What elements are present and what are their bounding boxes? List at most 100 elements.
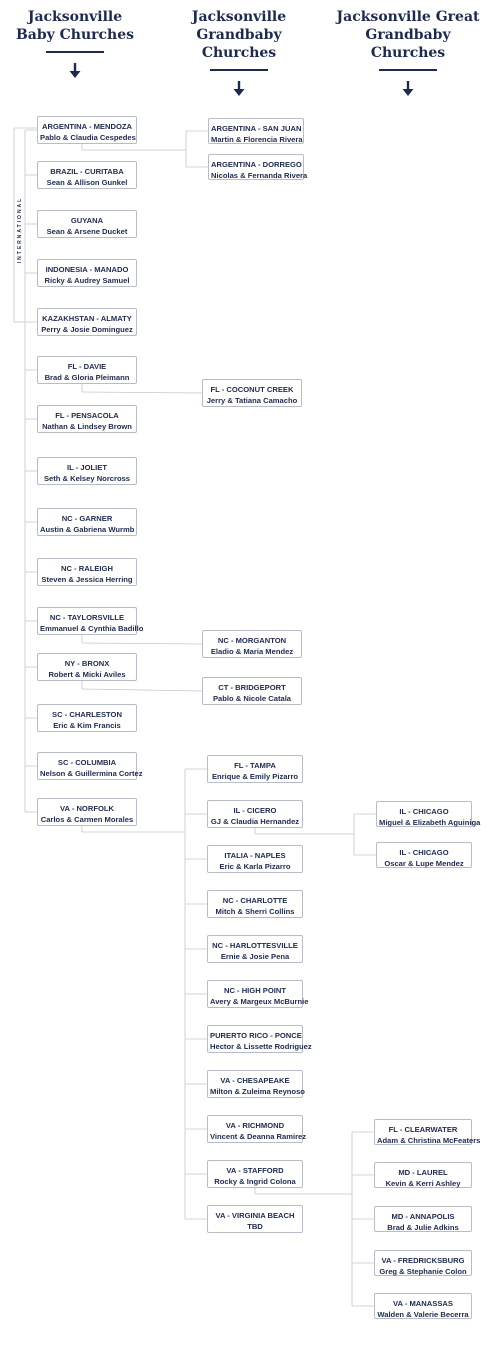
church-card-grandbaby: FL - COCONUT CREEK Jerry & Tatiana Camach… bbox=[202, 379, 302, 407]
church-pastors: Eric & Karla Pizarro bbox=[219, 862, 291, 871]
church-card-baby: GUYANA Sean & Arsene Ducket bbox=[37, 210, 137, 238]
church-pastors: Carlos & Carmen Morales bbox=[40, 815, 134, 824]
church-card-grandbaby: ARGENTINA - DORREGO Nicolas & Fernanda Ri… bbox=[208, 154, 308, 180]
church-card-great-grandbaby: IL - CHICAGO Oscar & Lupe Mendez bbox=[376, 842, 472, 868]
church-pastors: Steven & Jessica Herring bbox=[41, 575, 133, 584]
church-location: MD - ANNAPOLIS bbox=[391, 1212, 455, 1221]
church-location: KAZAKHSTAN - ALMATY bbox=[42, 314, 132, 323]
church-card-grandbaby: VA - RICHMOND Vincent & Deanna Ramirez bbox=[207, 1115, 307, 1143]
church-card-baby: BRAZIL - CURITABA Sean & Allison Gunkel bbox=[37, 161, 137, 189]
church-location: NC - MORGANTON bbox=[217, 636, 287, 645]
church-pastors: Pablo & Nicole Catala bbox=[212, 694, 292, 703]
child-connector-line bbox=[81, 642, 203, 645]
church-pastors: Seth & Kelsey Norcross bbox=[43, 474, 131, 483]
header-line-2: Grandbaby Churches bbox=[365, 27, 451, 61]
church-pastors: Oscar & Lupe Mendez bbox=[384, 859, 464, 868]
church-location: IL - CICERO bbox=[233, 806, 277, 815]
church-location: FL - CLEARWATER bbox=[388, 1125, 458, 1134]
church-pastors: Sean & Arsene Ducket bbox=[46, 227, 128, 236]
church-location: CT - BRIDGEPORT bbox=[218, 683, 286, 692]
church-pastors: Avery & Margeux McBurnie bbox=[210, 997, 309, 1006]
church-location: VA - NORFOLK bbox=[60, 804, 114, 813]
header-underline bbox=[379, 69, 437, 71]
church-pastors: Brad & Julie Adkins bbox=[387, 1223, 459, 1232]
church-location: ARGENTINA - MENDOZA bbox=[42, 122, 132, 131]
church-card-grandbaby: PURERTO RICO - PONCE Hector & Lissette Ro… bbox=[207, 1025, 312, 1053]
child-connector-line bbox=[81, 391, 203, 394]
church-location: IL - CHICAGO bbox=[399, 848, 449, 857]
church-location: GUYANA bbox=[70, 216, 104, 225]
church-card-baby: VA - NORFOLK Carlos & Carmen Morales bbox=[37, 798, 137, 826]
church-card-grandbaby: NC - MORGANTON Eladio & Maria Mendez bbox=[202, 630, 302, 658]
church-pastors: Milton & Zuleima Reynoso bbox=[210, 1087, 305, 1096]
church-pastors: Nelson & Guillermina Cortez bbox=[40, 769, 143, 778]
church-pastors: Pablo & Claudia Cespedes bbox=[40, 133, 136, 142]
church-pastors: Nicolas & Fernanda Rivera bbox=[211, 171, 308, 180]
arrow-down-icon bbox=[402, 81, 414, 96]
church-location: BRAZIL - CURITABA bbox=[50, 167, 124, 176]
church-location: SC - CHARLESTON bbox=[52, 710, 122, 719]
church-location: NC - RALEIGH bbox=[61, 564, 113, 573]
church-card-grandbaby: IL - CICERO GJ & Claudia Hernandez bbox=[207, 800, 303, 828]
church-pastors: Sean & Allison Gunkel bbox=[46, 178, 128, 187]
church-location: SC - COLUMBIA bbox=[57, 758, 117, 767]
church-card-great-grandbaby: MD - LAUREL Kevin & Kerri Ashley bbox=[374, 1162, 472, 1188]
header-line-2: Baby Churches bbox=[15, 27, 135, 43]
church-card-great-grandbaby: MD - ANNAPOLIS Brad & Julie Adkins bbox=[374, 1206, 472, 1232]
church-pastors: Miguel & Elizabeth Aguiniga bbox=[379, 818, 481, 827]
church-location: NC - HARLOTTESVILLE bbox=[212, 941, 298, 950]
church-location: ITALIA - NAPLES bbox=[224, 851, 286, 860]
church-card-great-grandbaby: IL - CHICAGO Miguel & Elizabeth Aguiniga bbox=[376, 801, 481, 827]
church-card-baby: NC - RALEIGH Steven & Jessica Herring bbox=[37, 558, 137, 586]
church-pastors: Eladio & Maria Mendez bbox=[210, 647, 294, 656]
church-pastors: GJ & Claudia Hernandez bbox=[210, 817, 300, 826]
header-line-1: Jacksonville Great bbox=[336, 9, 480, 25]
church-pastors: Hector & Lissette Rodriguez bbox=[210, 1042, 312, 1051]
church-location: IL - CHICAGO bbox=[399, 807, 449, 816]
header-great-grandbaby-churches: Jacksonville Great Grandbaby Churches bbox=[330, 8, 486, 97]
church-location: VA - RICHMOND bbox=[225, 1121, 285, 1130]
church-location: IL - JOLIET bbox=[67, 463, 107, 472]
header-baby-churches: Jacksonville Baby Churches bbox=[0, 8, 150, 79]
church-pastors: Enrique & Emily Pizarro bbox=[211, 772, 299, 781]
church-location: VA - FREDRICKSBURG bbox=[381, 1256, 465, 1265]
church-location: ARGENTINA - DORREGO bbox=[211, 160, 302, 169]
church-location: VA - CHESAPEAKE bbox=[220, 1076, 290, 1085]
church-card-grandbaby: CT - BRIDGEPORT Pablo & Nicole Catala bbox=[202, 677, 302, 705]
church-pastors: Vincent & Deanna Ramirez bbox=[210, 1132, 307, 1141]
header-line-1: Jacksonville bbox=[191, 9, 287, 25]
church-card-great-grandbaby: FL - CLEARWATER Adam & Christina McFeater… bbox=[374, 1119, 481, 1145]
church-location: ARGENTINA - SAN JUAN bbox=[211, 124, 302, 133]
church-pastors: Greg & Stephanie Colon bbox=[379, 1267, 467, 1276]
church-card-grandbaby: FL - TAMPA Enrique & Emily Pizarro bbox=[207, 755, 303, 783]
church-card-grandbaby: ARGENTINA - SAN JUAN Martin & Florencia R… bbox=[208, 118, 304, 144]
church-pastors: Brad & Gloria Pleimann bbox=[44, 373, 130, 382]
church-location: MD - LAUREL bbox=[398, 1168, 448, 1177]
church-card-grandbaby: VA - CHESAPEAKE Milton & Zuleima Reynoso bbox=[207, 1070, 305, 1098]
church-location: VA - STAFFORD bbox=[226, 1166, 284, 1175]
child-connector-line bbox=[81, 688, 203, 692]
church-pastors: Kevin & Kerri Ashley bbox=[385, 1179, 461, 1188]
church-location: PURERTO RICO - PONCE bbox=[210, 1031, 302, 1040]
church-pastors: Martin & Florencia Rivera bbox=[211, 135, 303, 144]
church-location: FL - COCONUT CREEK bbox=[210, 385, 294, 394]
header-grandbaby-churches: Jacksonville Grandbaby Churches bbox=[164, 8, 314, 97]
church-card-baby: SC - COLUMBIA Nelson & Guillermina Cortez bbox=[37, 752, 143, 780]
church-pastors: Perry & Josie Dominguez bbox=[41, 325, 133, 334]
church-pastors: TBD bbox=[247, 1222, 263, 1231]
church-card-baby: ARGENTINA - MENDOZA Pablo & Claudia Cespe… bbox=[37, 116, 137, 144]
church-location: NY - BRONX bbox=[64, 659, 110, 668]
church-location: FL - TAMPA bbox=[234, 761, 276, 770]
arrow-down-icon bbox=[69, 63, 81, 78]
church-pastors: Adam & Christina McFeaters bbox=[377, 1136, 481, 1145]
church-pastors: Jerry & Tatiana Camacho bbox=[206, 396, 298, 405]
